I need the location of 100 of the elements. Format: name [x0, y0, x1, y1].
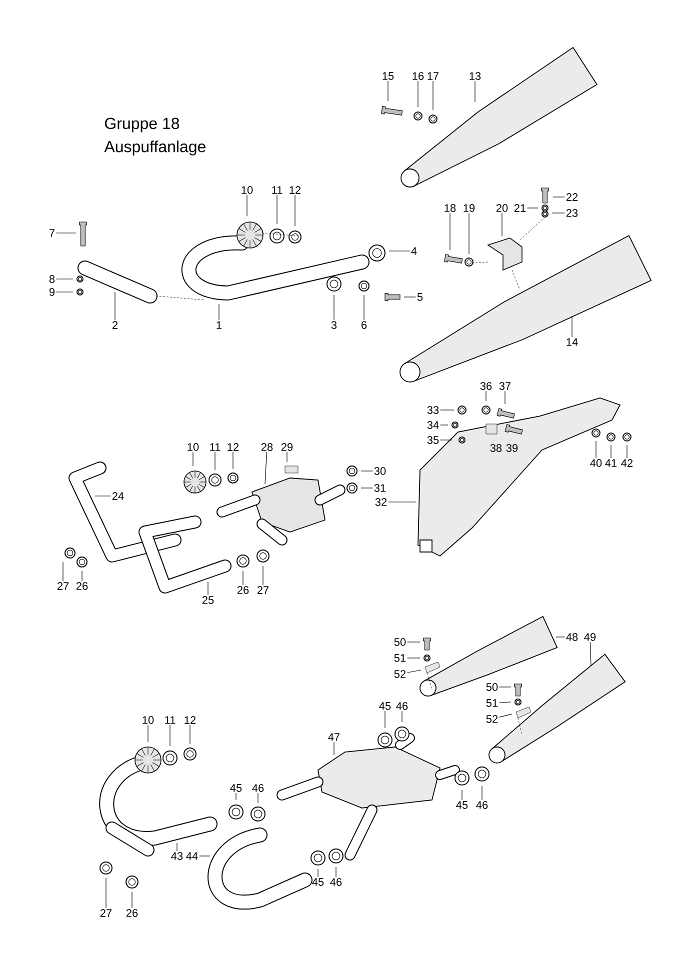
leader-line: [214, 452, 216, 470]
leader-line: [62, 562, 64, 582]
leader-line: [499, 686, 512, 688]
callout-number: 41: [605, 459, 617, 467]
callout-number: 46: [476, 801, 488, 809]
callout-number: 1: [216, 321, 222, 329]
callout-number: 49: [584, 633, 596, 641]
leader-line: [440, 424, 448, 426]
leader-line: [556, 636, 565, 638]
callout-number: 51: [394, 654, 406, 662]
leader-line: [114, 292, 116, 320]
title: Gruppe 18: [105, 118, 180, 132]
callout-number: 18: [444, 204, 456, 212]
callout-number: 30: [374, 467, 386, 475]
subtitle: Auspuffanlage: [104, 140, 206, 156]
leader-line: [552, 196, 565, 198]
leader-line: [264, 452, 268, 484]
callout-number: 37: [499, 382, 511, 390]
callout-number: 47: [328, 733, 340, 741]
callout-number: 12: [290, 186, 301, 194]
leader-line: [218, 304, 220, 320]
callout-number: 27: [57, 582, 69, 590]
callout-number: 9: [49, 288, 55, 296]
callout-number: 26: [76, 582, 88, 590]
leader-line: [388, 250, 410, 252]
callout-number: 10: [242, 186, 253, 194]
callout-number: 45: [379, 702, 391, 710]
callout-number: 42: [621, 459, 633, 467]
leader-line: [286, 452, 288, 462]
callout-number: 4: [411, 247, 417, 255]
callout-number: 11: [210, 443, 220, 451]
callout-number: 21: [514, 204, 526, 212]
callout-number: 46: [252, 784, 264, 792]
callout-number: 28: [261, 443, 273, 451]
callout-number: 17: [428, 72, 439, 80]
callout-number: 5: [417, 293, 423, 301]
callout-number: 38: [490, 444, 502, 452]
leader-line: [468, 212, 470, 254]
leader-line: [294, 194, 296, 226]
leader-line: [499, 702, 512, 703]
callout-number: 51: [486, 699, 498, 707]
leader-line: [552, 212, 565, 214]
leader-line: [56, 232, 76, 234]
callout-number: 15: [382, 72, 394, 80]
leader-line: [384, 710, 386, 728]
leader-line: [360, 470, 373, 472]
callout-number: 32: [375, 498, 387, 506]
callout-number: 13: [470, 72, 481, 80]
leader-line: [499, 714, 512, 718]
callout-number: 26: [126, 909, 138, 917]
callout-number: 50: [394, 638, 406, 646]
callout-number: 46: [330, 878, 342, 886]
callout-number: 11: [272, 186, 282, 194]
callout-number: 10: [142, 716, 154, 724]
callout-number: 52: [394, 670, 406, 678]
leader-line: [176, 842, 178, 852]
callout-number: 31: [374, 484, 386, 492]
leader-line: [262, 566, 264, 586]
callout-number: 22: [566, 193, 578, 201]
leader-line: [407, 670, 422, 673]
callout-number: 40: [590, 459, 602, 467]
callout-number: 3: [331, 321, 337, 329]
leader-line: [242, 570, 244, 586]
callout-number: 44: [186, 852, 198, 860]
callout-number: 12: [228, 443, 239, 451]
callout-number: 36: [480, 382, 492, 390]
leader-line: [626, 444, 628, 458]
callout-number: 20: [496, 204, 508, 212]
callout-number: 34: [427, 421, 439, 429]
callout-number: 26: [237, 586, 249, 594]
callout-number: 23: [566, 209, 578, 217]
leader-line: [232, 452, 234, 470]
callout-number: 24: [112, 492, 124, 500]
callout-number: 52: [486, 715, 498, 723]
callout-number: 50: [486, 683, 498, 691]
callout-number: 43: [171, 852, 183, 860]
callout-number: 11: [165, 716, 176, 724]
leader-line: [404, 296, 416, 298]
callout-number: 45: [230, 784, 242, 792]
callout-number: 35: [427, 436, 439, 444]
leader-line: [56, 278, 74, 280]
callout-number: 6: [362, 321, 367, 329]
callout-number: 45: [312, 878, 324, 886]
leader-line: [504, 390, 506, 404]
callout-number: 27: [100, 909, 112, 917]
callout-number: 48: [566, 633, 578, 641]
leader-line: [432, 80, 434, 110]
callout-number: 8: [49, 275, 55, 283]
callout-number: 10: [188, 443, 199, 451]
callout-number: 19: [464, 204, 475, 212]
leader-line: [474, 80, 476, 102]
callout-number: 14: [566, 338, 578, 346]
callout-number: 27: [257, 586, 269, 594]
leader-line: [610, 444, 612, 458]
callout-number: 7: [50, 229, 54, 237]
callout-number: 12: [184, 716, 196, 724]
leader-line: [246, 194, 248, 216]
callout-number: 29: [281, 443, 293, 451]
callout-number: 46: [396, 702, 408, 710]
callout-number: 2: [112, 321, 118, 329]
